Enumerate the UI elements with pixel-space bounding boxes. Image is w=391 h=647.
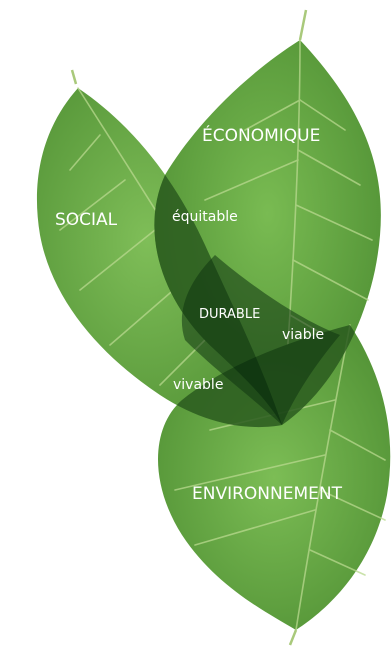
label-vivable: vivable [173, 377, 223, 393]
durable-core [181, 255, 340, 425]
label-durable: DURABLE [199, 307, 260, 322]
label-social: SOCIAL [55, 210, 118, 230]
label-economique: ÉCONOMIQUE [202, 124, 320, 146]
label-equitable: équitable [172, 209, 238, 225]
label-viable: viable [282, 327, 324, 343]
label-environnement: ENVIRONNEMENT [192, 484, 343, 504]
